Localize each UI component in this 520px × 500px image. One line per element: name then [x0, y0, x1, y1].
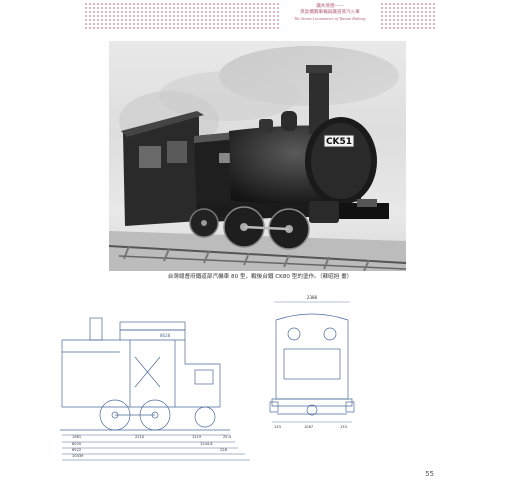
front-dim-right: 133 [340, 425, 347, 429]
locomotive-drawing: CK51 [109, 41, 406, 271]
page-number: 55 [425, 470, 434, 478]
header-dot-pattern [84, 2, 436, 30]
front-top-width: 2388 [307, 295, 318, 300]
dim-2: 2210 [135, 435, 145, 439]
figure-caption: 台灣總督府鐵道部汽機車 80 型，戰後台鐵 CK80 型的塗作。（蘇昭旭 畫） [167, 274, 353, 280]
locomotive-sketch: CK51 [109, 46, 406, 271]
front-elevation-diagram: 2388 133 1067 133 [262, 294, 362, 444]
header-title: 鐵木蒸煙—— [316, 4, 344, 9]
dim-7: 6020 [72, 442, 82, 446]
dim-8: 6522 [72, 448, 81, 452]
number-plate: CK51 [326, 137, 352, 147]
dim-3: 1219 [192, 435, 202, 439]
dim-6: 228 [220, 448, 228, 452]
driving-wheels [189, 206, 310, 250]
dim-1: 1981 [72, 435, 81, 439]
front-dim-gauge: 1067 [304, 425, 313, 429]
header-english: The Steam Locomotives of Taiwan Railway [293, 16, 367, 21]
front-dim-left: 133 [274, 425, 281, 429]
dim-4: 25.4 [223, 435, 232, 439]
running-header: 鐵木蒸煙—— 蒸氣機關車輛與鐵道蒸汽火車 The Steam Locomotiv… [280, 2, 380, 30]
dim-5: 1244.6 [200, 442, 213, 446]
header-subtitle: 蒸氣機關車輛與鐵道蒸汽火車 [300, 10, 360, 15]
dim-9: 10439 [72, 454, 84, 458]
side-top-label: 8628 [160, 333, 171, 338]
side-elevation-diagram: 8628 1981 2210 1219 25.4 1244.6 228 6020… [60, 312, 255, 462]
